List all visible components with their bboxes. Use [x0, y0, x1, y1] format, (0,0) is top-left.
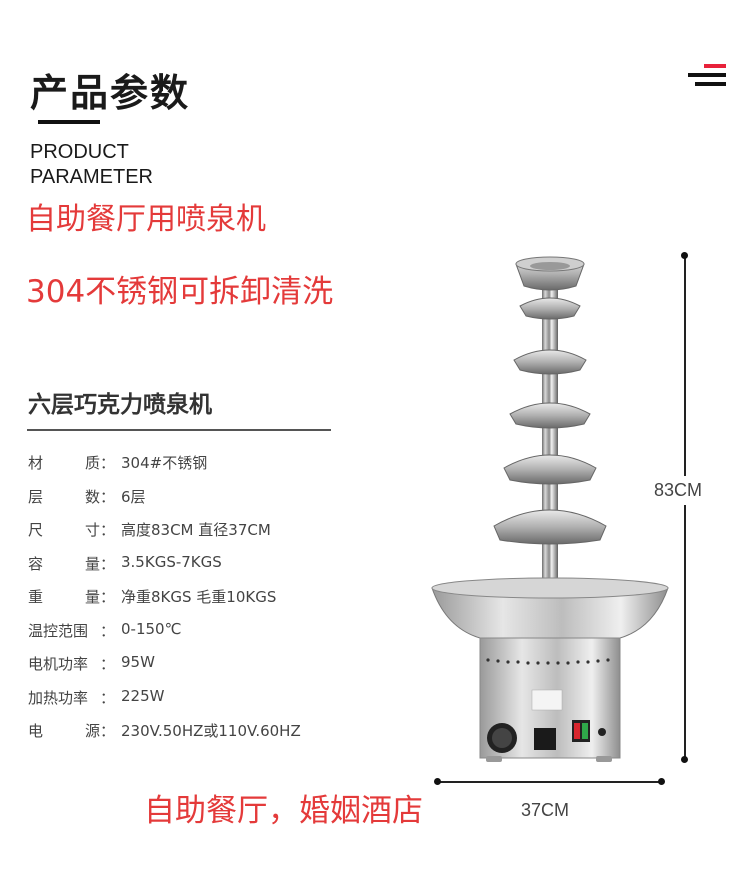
product-name: 六层巧克力喷泉机	[28, 392, 212, 418]
subtitle-line-1: PRODUCT	[30, 141, 129, 163]
spec-value: 304#不锈钢	[121, 454, 208, 472]
dimension-endpoint	[681, 252, 688, 259]
promo-line-2: 304不锈钢可拆卸清洗	[26, 274, 334, 310]
product-name-divider	[27, 429, 331, 431]
menu-icon[interactable]	[684, 64, 726, 94]
dimension-endpoint	[434, 778, 441, 785]
spec-label-part: 尺	[28, 521, 44, 539]
dimension-endpoint	[681, 756, 688, 763]
spec-value: 3.5KGS-7KGS	[121, 552, 222, 571]
spec-colon: ：	[100, 521, 116, 539]
spec-value: 高度83CM 直径37CM	[121, 521, 271, 539]
spec-colon: ：	[100, 655, 116, 673]
spec-label: 容量	[28, 553, 100, 574]
subtitle-line-2: PARAMETER	[30, 166, 153, 188]
spec-label: 电机功率	[28, 653, 100, 674]
spec-label: 温控范围	[28, 620, 100, 641]
spec-label-part: 层	[28, 487, 44, 506]
spec-label-part: 数	[84, 487, 100, 506]
spec-colon: ：	[100, 722, 116, 740]
height-dimension-line	[684, 255, 686, 760]
menu-bar-red	[704, 64, 726, 68]
spec-colon: ：	[100, 688, 116, 707]
spec-label: 重量	[28, 586, 100, 607]
spec-label: 材质	[28, 452, 100, 473]
spec-value: 225W	[121, 686, 165, 705]
spec-label-part: 电	[28, 722, 44, 740]
spec-label-part: 容	[28, 554, 44, 573]
spec-label-part: 质	[84, 454, 100, 472]
subtitle-english: PRODUCT PARAMETER	[30, 140, 153, 190]
spec-value: 0-150℃	[121, 619, 182, 638]
promo-line-3: 自助餐厅，婚姻酒店	[144, 793, 423, 829]
spec-value: 净重8KGS 毛重10KGS	[121, 588, 277, 606]
dimension-endpoint	[658, 778, 665, 785]
chocolate-fountain-image	[431, 256, 669, 762]
spec-value: 6层	[121, 487, 146, 506]
spec-colon: ：	[100, 588, 116, 606]
promo-line-1: 自助餐厅用喷泉机	[26, 202, 266, 237]
diameter-dimension-line	[437, 781, 661, 783]
spec-label-part: 电机功率	[28, 655, 89, 673]
spec-label: 加热功率	[28, 687, 100, 708]
spec-colon: ：	[100, 554, 116, 573]
spec-label-part: 寸	[84, 521, 100, 539]
spec-label: 层数	[28, 486, 100, 507]
spec-colon: ：	[100, 454, 116, 472]
spec-value: 95W	[121, 653, 155, 671]
menu-bar	[695, 82, 726, 86]
spec-label-part: 重	[28, 588, 44, 606]
spec-label-part: 量	[84, 554, 100, 573]
spec-label: 电源	[28, 720, 100, 741]
diameter-label: 37CM	[521, 800, 570, 820]
spec-label: 尺寸	[28, 519, 100, 540]
spec-colon: ：	[100, 487, 116, 506]
spec-label-part: 材	[28, 454, 44, 472]
page-title: 产品参数	[30, 71, 191, 115]
title-underline	[38, 120, 100, 124]
menu-bar	[688, 73, 726, 77]
spec-value: 230V.50HZ或110V.60HZ	[121, 722, 301, 740]
spec-label-part: 源	[84, 722, 100, 740]
spec-label-part: 量	[84, 588, 100, 606]
spec-label-part: 加热功率	[28, 688, 89, 707]
spec-colon: ：	[100, 621, 116, 640]
height-label: 83CM	[654, 476, 703, 505]
spec-label-part: 温控范围	[28, 621, 89, 640]
